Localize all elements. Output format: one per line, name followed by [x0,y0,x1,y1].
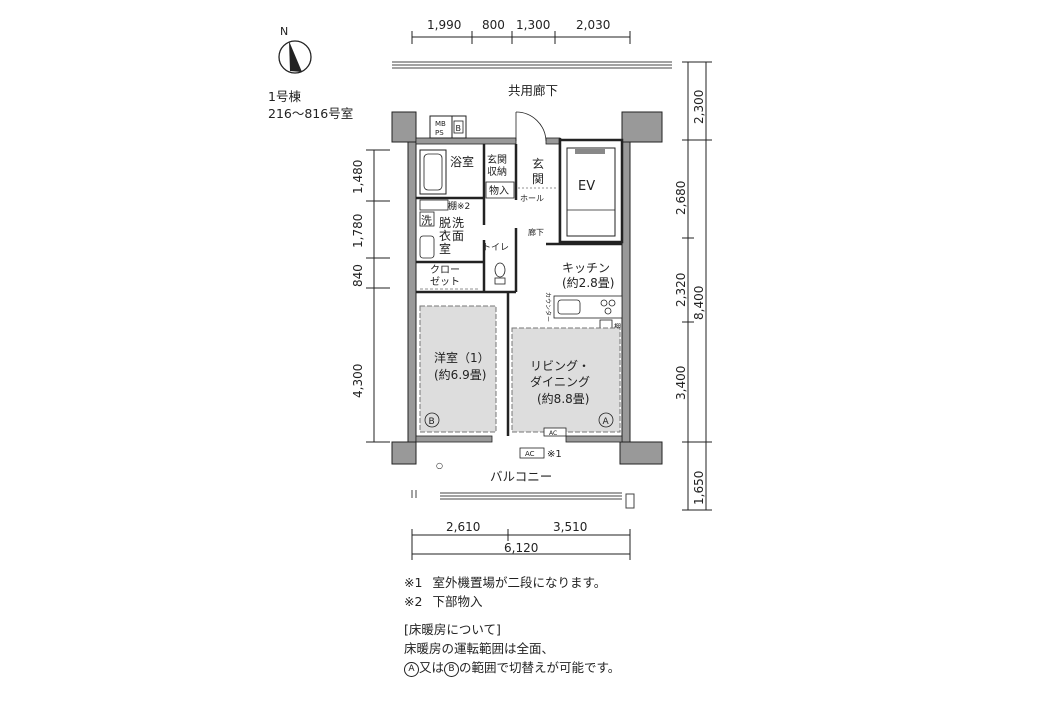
mb-label: MB [435,120,446,128]
washroom-label-4: 衣 [439,228,451,243]
closet-label-2: ゼット [430,276,460,288]
toilet-icon [494,262,506,285]
ac-unit-outdoor [519,447,545,459]
washroom-label-2: 面 [452,229,464,243]
western-label-2: (約6.9畳) [434,367,486,382]
zone-a-note-mark: A [404,662,419,677]
building-label: 1号棟 [268,89,301,104]
note-2-text: 下部物入 [432,594,483,609]
dim-bottom-2: 3,510 [553,520,587,534]
ps-label: PS [435,129,444,137]
hall-label: ホール [520,194,544,203]
note-1-mark: ※1 [404,575,423,590]
washer-label: 洗 [421,214,432,227]
genkan-label-2: 関 [532,172,544,186]
b-label: B [456,124,462,133]
note-2-mark: ※2 [404,594,423,609]
monoire-label: 物入 [489,184,509,197]
dim-right-1: 2,300 [692,90,706,124]
mb-ps-box: MB PS B [429,115,467,139]
outer-walls [391,111,663,465]
bathtub-icon [419,149,447,195]
note-1: ※1 室外機置場が二段になります。 [404,573,620,592]
closet-label-1: クロー [430,264,460,276]
dim-top-3: 1,300 [516,18,550,32]
genkan-storage-label-1: 玄関 [487,153,507,166]
corridor-label: 共用廊下 [508,83,558,98]
dim-top-4: 2,030 [576,18,610,32]
dim-right-5: 1,650 [692,471,706,505]
monoire-box [485,181,515,199]
dim-bottom-1: 2,610 [446,520,480,534]
floor-heating-heading: [床暖房について] [404,622,501,637]
floor-heating-line-1: 床暖房の運転範囲は全面、 [404,641,555,656]
dim-right-4: 3,400 [674,366,688,400]
dim-left-4: 4,300 [351,364,365,398]
counter-label: カウンター [544,292,552,322]
north-label: N [280,25,288,38]
shelf-label: 棚 [614,322,621,331]
tana-label: 棚※2 [448,200,470,212]
bottom-dimensions [411,529,631,560]
ac-indoor-label: AC [549,430,557,437]
dim-left-1: 1,480 [351,160,365,194]
top-dimensions [411,31,631,44]
dim-left-3: 840 [351,264,365,287]
dim-bottom-total: 6,120 [504,541,538,555]
zone-b-area [419,305,497,433]
notes-block: ※1 室外機置場が二段になります。 ※2 下部物入 [床暖房について] 床暖房の運転… [404,573,620,677]
kitchen-label-1: キッチン [562,261,610,275]
toilet-label: トイレ [482,243,509,253]
north-compass-icon: N [278,25,312,74]
washroom-label-3: 脱 [439,215,451,230]
sink-icon [419,235,435,259]
dim-right-3: 2,320 [674,273,688,307]
corridor-room-label: 廊下 [528,227,544,237]
zone-b-mark: B [429,417,435,427]
svg-text:○: ○ [436,461,443,470]
note-1-text: 室外機置場が二段になります。 [432,575,607,590]
dim-right-total: 8,400 [692,286,706,320]
kitchen-counter [553,295,623,331]
western-label-1: 洋室（1） [434,350,490,365]
living-label-2: ダイニング [530,374,590,389]
ac-note-mark: ※1 [547,449,562,460]
ev-label: EV [578,179,595,194]
washroom-label-5: 室 [439,241,451,256]
elevator-shaft: EV [558,138,624,244]
dim-right-2: 2,680 [674,181,688,215]
living-label-1: リビング・ [530,359,590,373]
zone-b-note-mark: B [444,662,460,677]
balcony-railing [411,490,635,509]
corridor-lines [392,61,672,69]
washer-box [419,211,435,227]
right-dimensions [682,61,712,511]
living-label-3: (約8.8畳) [537,391,589,406]
genkan-storage-label-2: 収納 [487,165,507,178]
dim-left-2: 1,780 [351,214,365,248]
genkan-label-1: 玄 [532,156,544,171]
tana-box [419,199,449,211]
left-dimensions [366,149,390,443]
dim-top-1: 1,990 [427,18,461,32]
balcony-label: バルコニー [490,469,552,484]
zone-a-mark: A [603,417,610,427]
kitchen-label-2: (約2.8畳) [562,275,614,290]
washroom-label-1: 洗 [452,216,464,230]
room-range-label: 216〜816号室 [268,106,353,121]
line-2-mid: 又は [419,660,445,675]
entrance-door [515,111,547,142]
line-2-end: の範囲で切替えが可能です。 [459,660,621,675]
bath-label: 浴室 [450,154,474,169]
note-2: ※2 下部物入 [404,592,620,611]
dim-top-2: 800 [482,18,505,32]
ac-unit-indoor [543,427,567,437]
ac-outdoor-label: AC [525,450,535,458]
